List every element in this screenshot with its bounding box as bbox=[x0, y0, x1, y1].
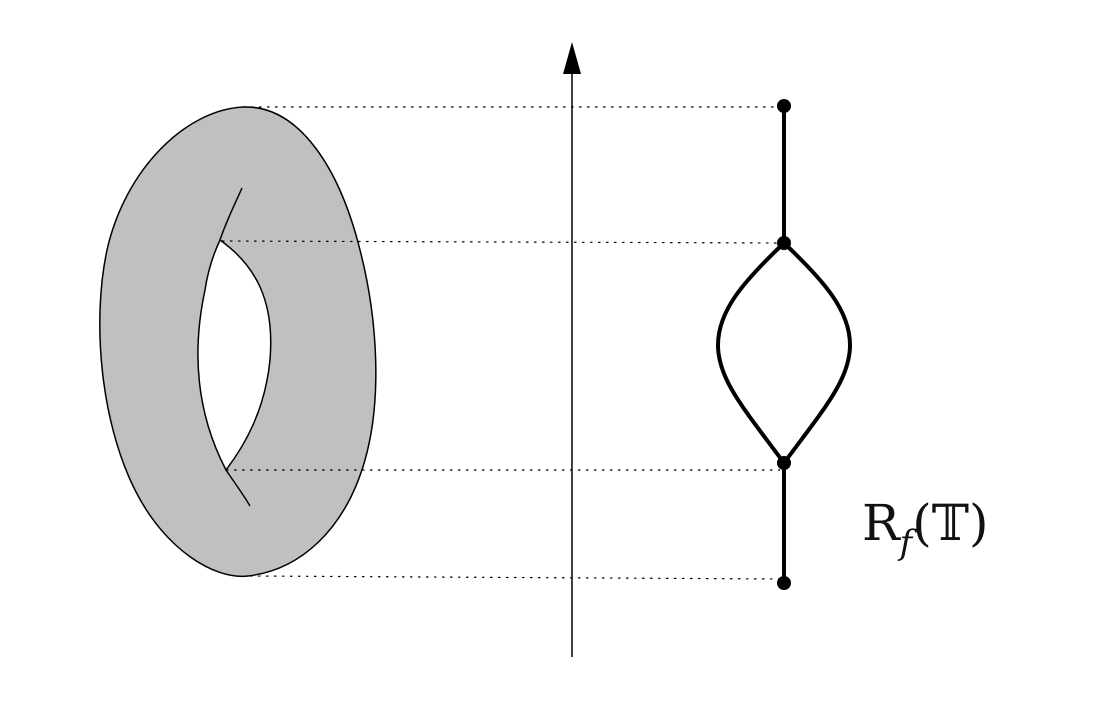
height-axis bbox=[563, 42, 581, 657]
label-main: R bbox=[862, 494, 901, 552]
node-maximum bbox=[777, 99, 791, 113]
reeb-edge-right-loop bbox=[782, 241, 853, 465]
reeb-nodes bbox=[777, 99, 791, 590]
node-upper-saddle bbox=[777, 236, 791, 250]
axis-arrowhead-icon bbox=[563, 42, 581, 74]
node-lower-saddle bbox=[777, 456, 791, 470]
label-argument: 𝕋 bbox=[932, 494, 969, 552]
label-close-paren: ) bbox=[969, 494, 989, 552]
reeb-graph-label: Rf(𝕋) bbox=[862, 494, 989, 563]
level-line-upper-saddle bbox=[221, 240, 781, 244]
level-lines bbox=[221, 106, 781, 580]
torus bbox=[99, 106, 377, 578]
hole-lower-fold bbox=[225, 469, 251, 507]
level-line-min bbox=[249, 575, 781, 580]
reeb-edge-left-loop bbox=[715, 241, 786, 465]
node-minimum bbox=[777, 576, 791, 590]
reeb-graph bbox=[715, 104, 853, 585]
label-open-paren: ( bbox=[912, 494, 932, 552]
hole-upper-fold bbox=[219, 187, 243, 241]
